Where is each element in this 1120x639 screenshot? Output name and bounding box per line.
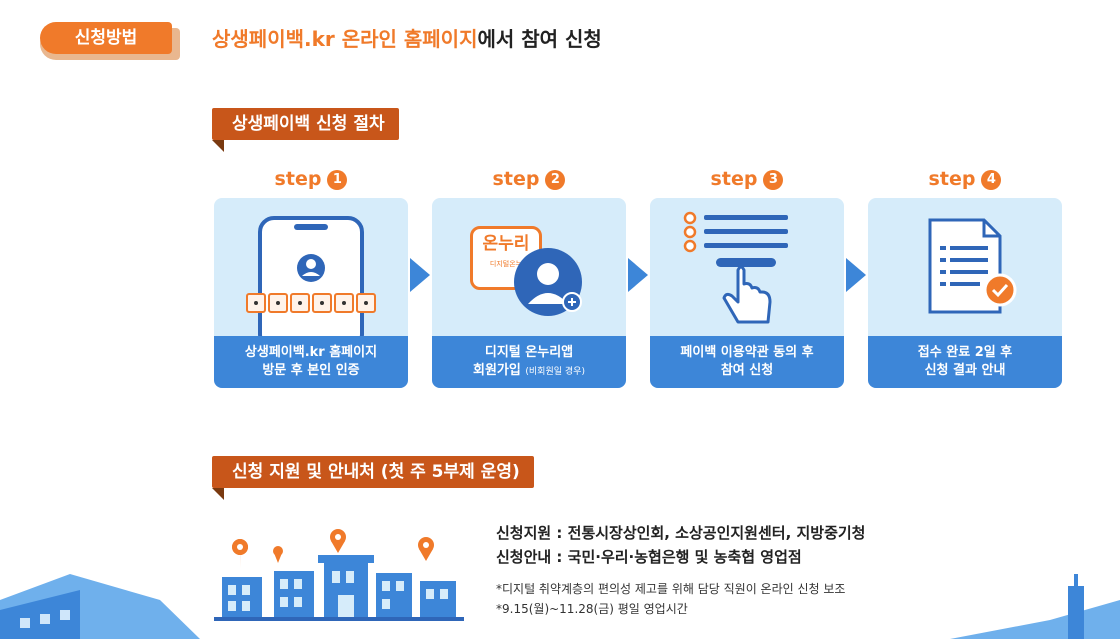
decorative-building-left <box>0 574 200 639</box>
method-badge: 신청방법 <box>40 22 180 60</box>
step-caption-4: 접수 완료 2일 후 신청 결과 안내 <box>868 336 1062 388</box>
step-arrow <box>410 258 430 292</box>
step-card-1: 상생페이백.kr 홈페이지 방문 후 본인 인증 <box>214 198 408 388</box>
check-badge-icon <box>983 273 1017 307</box>
step-caption-2: 디지털 온누리앱 회원가입 (비회원일 경우) <box>432 336 626 388</box>
procedure-ribbon-label: 상생페이백 신청 절차 <box>212 108 399 140</box>
step-caption-3: 페이백 이용약관 동의 후 참여 신청 <box>650 336 844 388</box>
support-note-1: *디지털 취약계층의 편의성 제고를 위해 담당 직원이 온라인 신청 보조 <box>496 582 846 596</box>
checklist-icon <box>683 211 788 324</box>
step-arrow <box>846 258 866 292</box>
step-card-3: 페이백 이용약관 동의 후 참여 신청 <box>650 198 844 388</box>
phone-icon <box>246 216 376 336</box>
decorative-building-right <box>950 574 1120 639</box>
support-line-2: 신청안내 : 국민·우리·농협은행 및 농축협 영업점 <box>496 548 802 566</box>
building-icon <box>214 529 464 621</box>
support-note-2: *9.15(월)~11.28(금) 평일 영업시간 <box>496 602 688 616</box>
support-line-1: 신청지원 : 전통시장상인회, 소상공인지원센터, 지방중기청 <box>496 524 866 542</box>
support-ribbon-label: 신청 지원 및 안내처 (첫 주 5부제 운영) <box>212 456 534 488</box>
step-arrow <box>628 258 648 292</box>
headline: 상생페이백.kr 온라인 홈페이지에서 참여 신청 <box>212 24 602 54</box>
step-caption-1: 상생페이백.kr 홈페이지 방문 후 본인 인증 <box>214 336 408 388</box>
tap-hand-icon <box>722 265 772 324</box>
add-user-icon <box>514 248 582 316</box>
document-icon <box>928 218 1017 314</box>
step-card-4: 접수 완료 2일 후 신청 결과 안내 <box>868 198 1062 388</box>
headline-rest: 에서 참여 신청 <box>477 27 602 51</box>
step-card-2: 온누리 디지털온누 디지털 온누리앱 회원가입 (비회원일 경우) <box>432 198 626 388</box>
method-badge-label: 신청방법 <box>40 22 172 54</box>
headline-highlight: 상생페이백.kr 온라인 홈페이지 <box>212 27 478 51</box>
